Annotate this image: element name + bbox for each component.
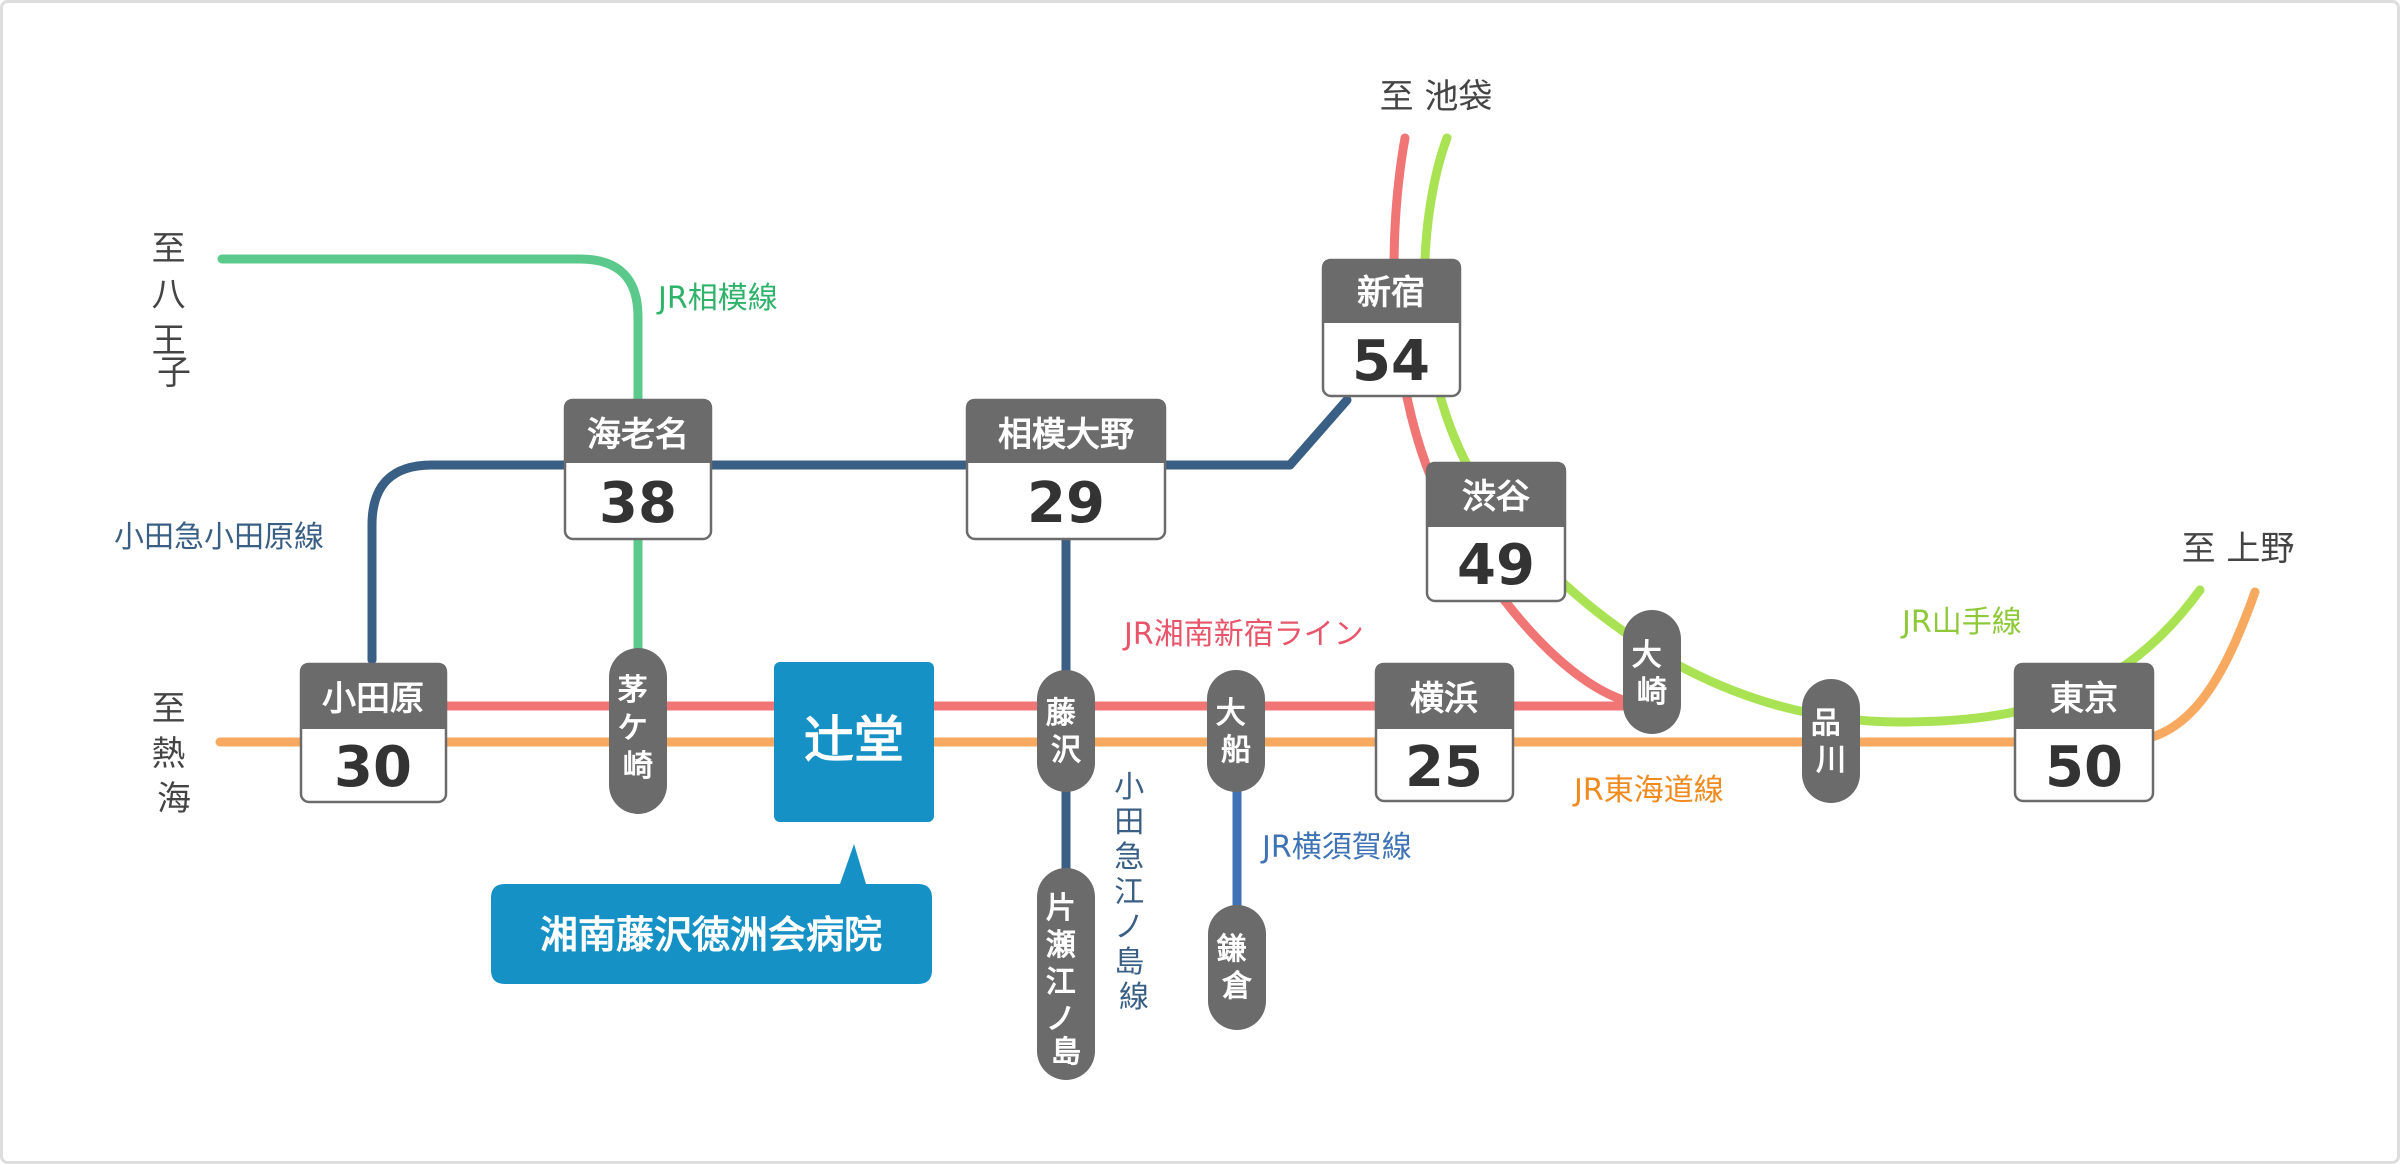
label-enoshima-line: 小 田 急 江 ノ 島 線 <box>1114 770 1154 1015</box>
direction-ueno: 至 上野 <box>2182 529 2295 569</box>
station-shibuya: 渋谷 49 <box>1425 461 1567 603</box>
direction-hachioji: 至 八 王 子 <box>152 229 197 393</box>
svg-text:大 船: 大 船 <box>1216 696 1256 768</box>
station-yokohama: 横浜 25 <box>1374 662 1515 803</box>
station-shinjuku: 新宿 54 <box>1321 258 1462 398</box>
station-fujisawa: 藤 沢 <box>1037 670 1095 792</box>
station-shibuya-name: 渋谷 <box>1462 477 1530 517</box>
station-ebina-name: 海老名 <box>587 415 689 455</box>
label-odakyu-line: 小田急小田原線 <box>114 520 324 555</box>
station-chigasaki: 茅 ケ 崎 <box>609 648 667 814</box>
direction-atami: 至 熱 海 <box>152 689 197 819</box>
station-ebina-time: 38 <box>599 471 677 536</box>
station-osaki: 大 崎 <box>1623 610 1681 734</box>
label-yamanote-line: JR山手線 <box>1900 605 2022 640</box>
station-shibuya-time: 49 <box>1457 533 1535 598</box>
station-sagamiono: 相模大野 29 <box>965 398 1167 541</box>
station-tsujido-highlight: 辻堂 <box>774 662 934 822</box>
svg-text:藤 沢: 藤 沢 <box>1046 696 1086 768</box>
svg-text:茅 ケ 崎: 茅 ケ 崎 <box>618 673 658 784</box>
station-sagamiono-name: 相模大野 <box>998 415 1134 455</box>
svg-text:片 瀬 江 ノ: 片 瀬 江 ノ 島 <box>1046 891 1086 1070</box>
station-tokyo: 東京 50 <box>2013 662 2155 803</box>
station-katase-enoshima: 片 瀬 江 ノ 島 <box>1037 868 1095 1080</box>
hospital-callout-text: 湘南藤沢徳洲会病院 <box>540 913 882 957</box>
station-shinjuku-time: 54 <box>1352 329 1430 394</box>
label-tokaido-line: JR東海道線 <box>1572 773 1724 808</box>
station-tokyo-time: 50 <box>2045 735 2123 800</box>
svg-text:鎌 倉: 鎌 倉 <box>1217 932 1257 1004</box>
station-yokohama-time: 25 <box>1405 735 1483 800</box>
station-yokohama-name: 横浜 <box>1410 679 1478 719</box>
svg-text:大 崎: 大 崎 <box>1632 638 1672 710</box>
station-odawara: 小田原 30 <box>299 662 448 804</box>
label-sagami-line: JR相模線 <box>656 281 778 316</box>
station-ebina: 海老名 38 <box>563 398 713 541</box>
station-odawara-time: 30 <box>334 735 412 800</box>
label-yokosuka-line: JR横須賀線 <box>1260 830 1412 865</box>
station-tokyo-name: 東京 <box>2050 679 2118 719</box>
odakyu-line <box>367 395 1352 665</box>
station-sagamiono-time: 29 <box>1027 471 1105 536</box>
hospital-callout: 湘南藤沢徳洲会病院 <box>491 844 932 984</box>
sagami-line <box>217 254 643 660</box>
station-odawara-name: 小田原 <box>322 679 424 719</box>
station-shinjuku-name: 新宿 <box>1357 273 1425 313</box>
label-shonan-shinjuku-line: JR湘南新宿ライン <box>1122 617 1364 652</box>
direction-ikebukuro: 至 池袋 <box>1380 77 1493 117</box>
station-tsujido-name: 辻堂 <box>804 711 904 769</box>
svg-text:品 川: 品 川 <box>1811 706 1851 778</box>
station-ofuna: 大 船 <box>1207 670 1265 792</box>
station-kamakura: 鎌 倉 <box>1208 905 1266 1030</box>
station-shinagawa: 品 川 <box>1802 679 1860 803</box>
